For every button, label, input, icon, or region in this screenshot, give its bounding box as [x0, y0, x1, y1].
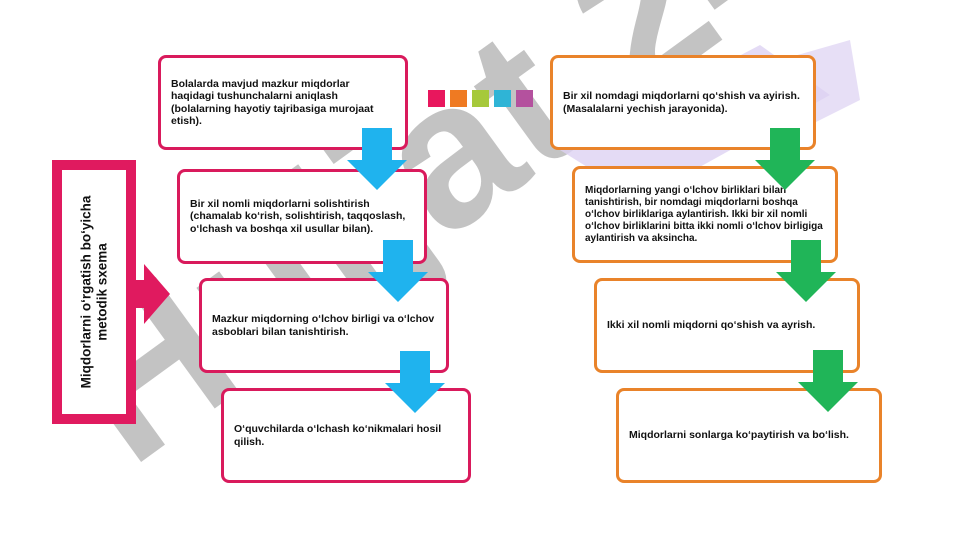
right-step-3: Ikki xil nomli miqdorni qo‘shish va ayri… [594, 278, 860, 373]
right-step-1: Bir xil nomdagi miqdorlarni qo‘shish va … [550, 55, 816, 150]
left-step-1-text: Bolalarda mavjud mazkur miqdorlar haqida… [171, 77, 374, 128]
sidebar-title-line2: metodik sxema [94, 243, 109, 341]
down-arrow-icon [755, 128, 815, 190]
right-step-4: Miqdorlarni sonlarga ko‘paytirish va bo‘… [616, 388, 882, 483]
color-square-green [472, 90, 489, 107]
left-step-3-text: Mazkur miqdorning o‘lchov birligi va o‘l… [212, 313, 435, 338]
sidebar-title-panel: Miqdorlarni o‘rgatish bo‘yicha metodik s… [62, 170, 126, 414]
left-step-2-text: Bir xil nomli miqdorlarni solishtirish (… [190, 197, 406, 235]
left-step-4-text: O‘quvchilarda o‘lchash ko‘nikmalari hosi… [234, 423, 442, 448]
right-step-2-text: Miqdorlarning yangi o‘lchov birliklari b… [585, 184, 823, 244]
right-step-4-text: Miqdorlarni sonlarga ko‘paytirish va bo‘… [629, 429, 849, 442]
down-arrow-icon [798, 350, 858, 412]
sidebar-title-frame: Miqdorlarni o‘rgatish bo‘yicha metodik s… [52, 160, 136, 424]
sidebar-title: Miqdorlarni o‘rgatish bo‘yicha metodik s… [78, 196, 110, 389]
right-step-3-text: Ikki xil nomli miqdorni qo‘shish va ayri… [607, 319, 816, 332]
down-arrow-icon [347, 128, 407, 190]
color-square-blue [494, 90, 511, 107]
sidebar-title-line1: Miqdorlarni o‘rgatish bo‘yicha [78, 195, 93, 389]
color-square-orange [450, 90, 467, 107]
color-square-purple [516, 90, 533, 107]
down-arrow-icon [776, 240, 836, 302]
left-step-4: O‘quvchilarda o‘lchash ko‘nikmalari hosi… [221, 388, 471, 483]
right-arrow-icon [136, 264, 170, 324]
down-arrow-icon [368, 240, 428, 302]
right-step-1-text: Bir xil nomdagi miqdorlarni qo‘shish va … [563, 90, 800, 115]
color-square-pink [428, 90, 445, 107]
down-arrow-icon [385, 351, 445, 413]
